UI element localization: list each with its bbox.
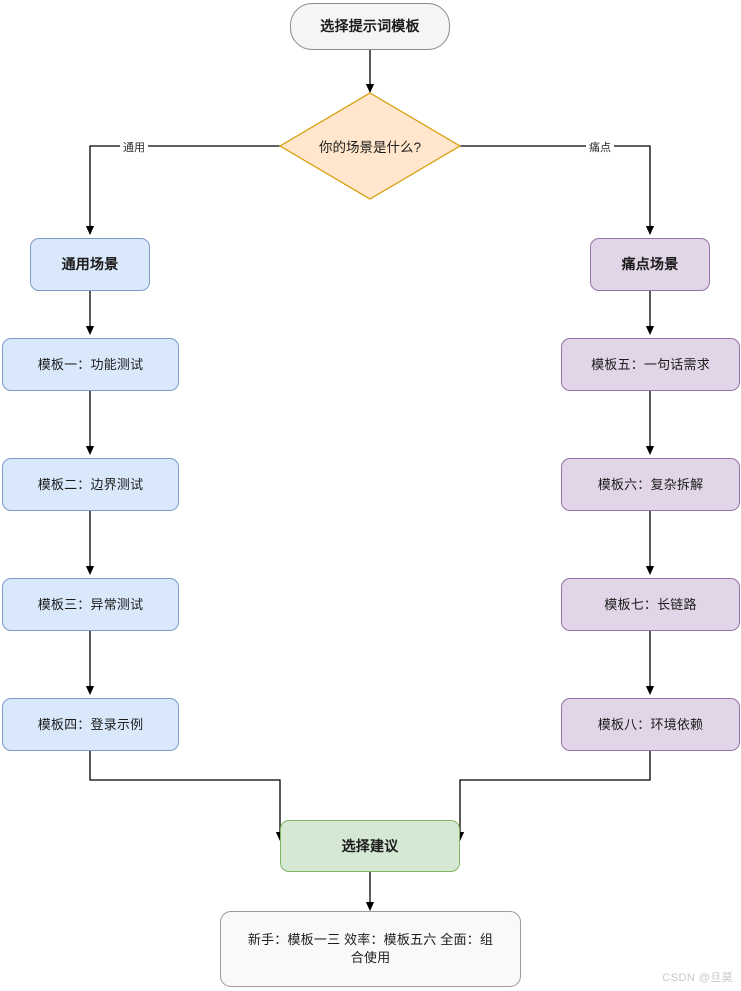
- node-template-8[interactable]: 模板八：环境依赖: [561, 698, 740, 751]
- node-note[interactable]: 新手：模板一三 效率：模板五六 全面：组合使用: [220, 911, 521, 987]
- connector-decision-to-pain: [460, 145, 655, 236]
- node-template-2-label: 模板二：边界测试: [37, 476, 144, 492]
- watermark: CSDN @旦莫: [662, 972, 733, 984]
- node-start-label: 选择提示词模板: [320, 18, 420, 35]
- node-template-3-label: 模板三：异常测试: [37, 596, 144, 612]
- edge-label-left: 通用: [120, 139, 148, 155]
- node-template-2[interactable]: 模板二：边界测试: [2, 458, 179, 511]
- node-advice-label: 选择建议: [341, 837, 399, 854]
- node-general-scenario-label: 通用场景: [61, 256, 119, 273]
- node-template-3[interactable]: 模板三：异常测试: [2, 578, 179, 631]
- edge-label-right: 痛点: [586, 139, 614, 155]
- node-template-1[interactable]: 模板一：功能测试: [2, 338, 179, 391]
- node-template-4-label: 模板四：登录示例: [37, 716, 144, 732]
- connector-decision-to-general: [85, 145, 280, 236]
- node-pain-scenario-label: 痛点场景: [621, 256, 679, 273]
- node-template-5[interactable]: 模板五：一句话需求: [561, 338, 740, 391]
- node-start[interactable]: 选择提示词模板: [290, 3, 450, 50]
- node-template-6[interactable]: 模板六：复杂拆解: [561, 458, 740, 511]
- node-general-scenario[interactable]: 通用场景: [30, 238, 150, 291]
- node-template-4[interactable]: 模板四：登录示例: [2, 698, 179, 751]
- node-pain-scenario[interactable]: 痛点场景: [590, 238, 710, 291]
- node-template-8-label: 模板八：环境依赖: [597, 716, 704, 732]
- connector-t4-to-advice: [89, 751, 285, 842]
- node-decision-label: 你的场景是什么?: [318, 140, 421, 155]
- node-template-6-label: 模板六：复杂拆解: [597, 476, 704, 492]
- node-template-7[interactable]: 模板七：长链路: [561, 578, 740, 631]
- node-advice[interactable]: 选择建议: [280, 820, 460, 872]
- node-note-label: 新手：模板一三 效率：模板五六 全面：组合使用: [247, 932, 494, 965]
- connector-t8-to-advice: [455, 751, 651, 842]
- node-decision[interactable]: 你的场景是什么?: [280, 93, 460, 199]
- node-template-5-label: 模板五：一句话需求: [591, 356, 710, 372]
- node-template-7-label: 模板七：长链路: [604, 596, 697, 612]
- node-template-1-label: 模板一：功能测试: [37, 356, 144, 372]
